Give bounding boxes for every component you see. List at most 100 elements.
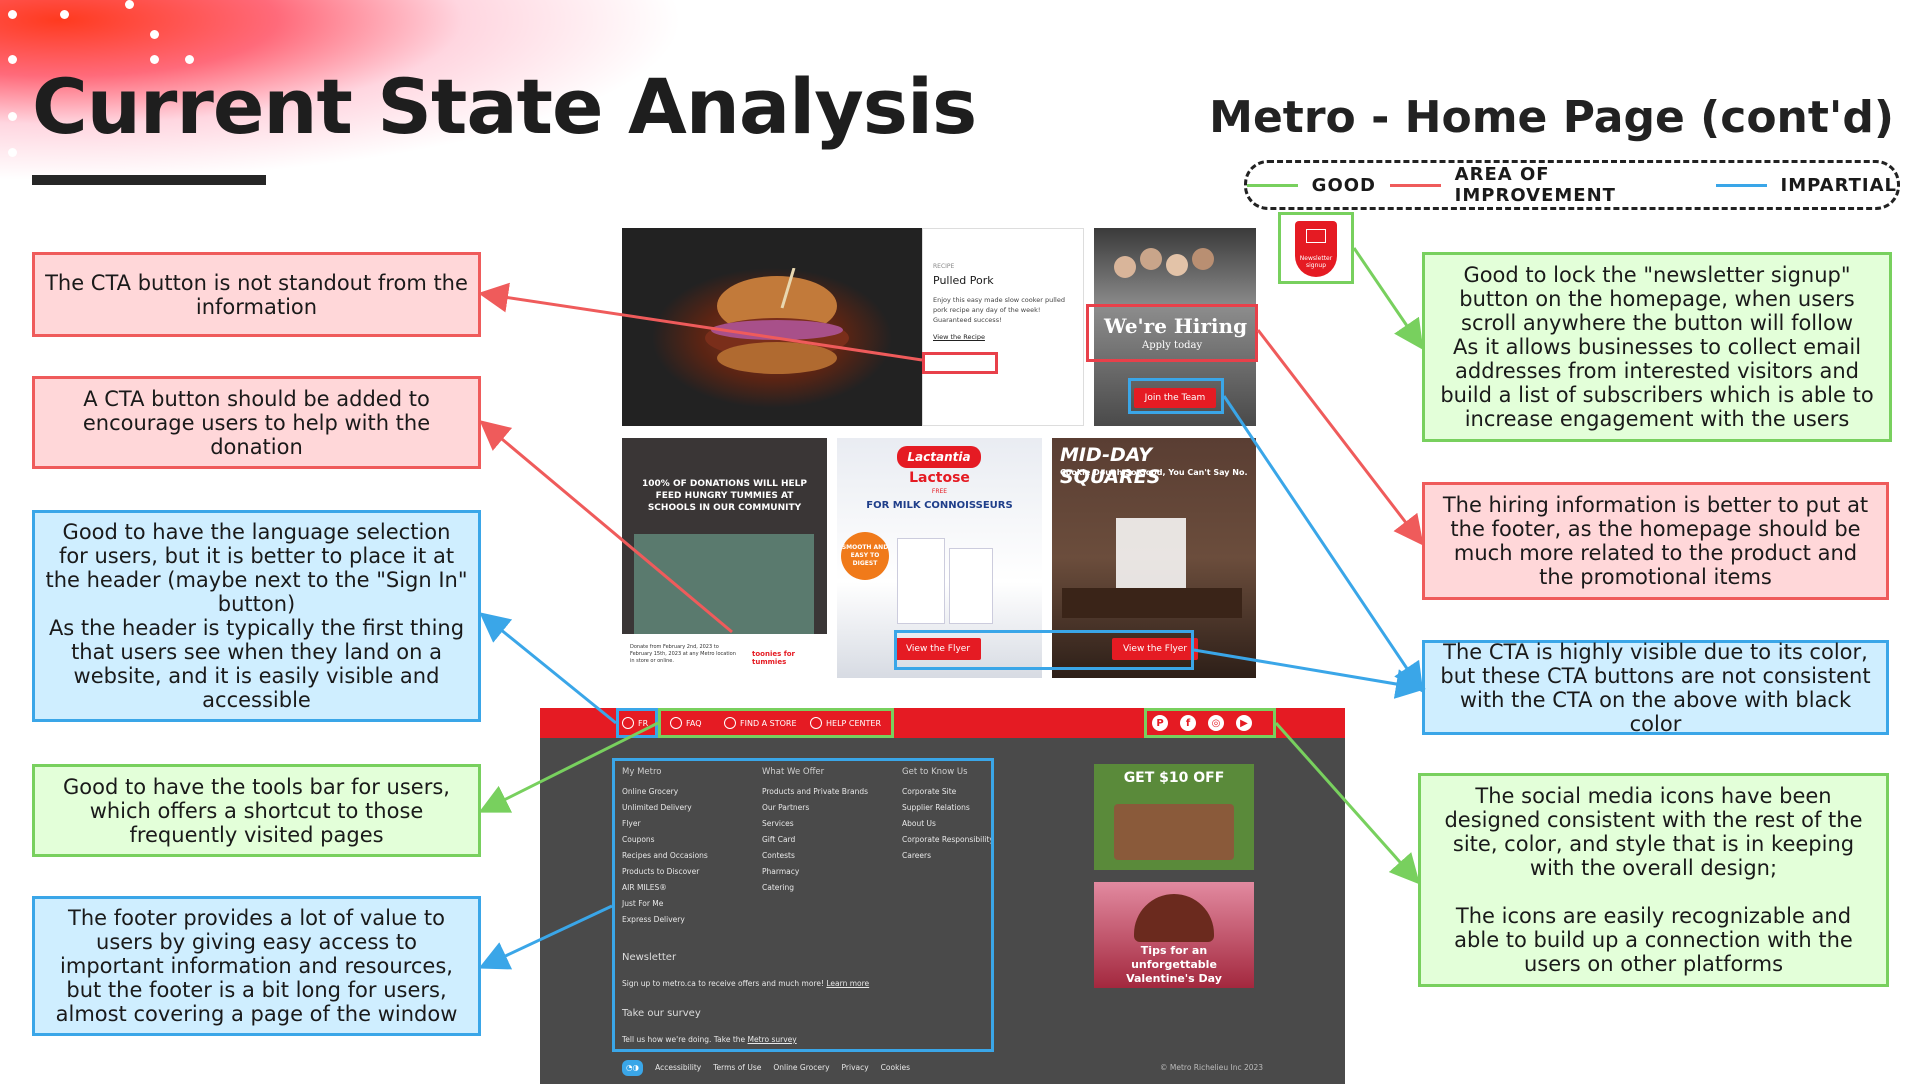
milk-tagline: FOR MILK CONNOISSEURS xyxy=(866,500,1013,511)
facebook-icon[interactable]: f xyxy=(1180,715,1196,731)
footer-link[interactable]: Corporate Responsibility xyxy=(902,835,994,844)
hiring-headline: We're Hiring xyxy=(1104,314,1248,338)
footer-link[interactable]: Supplier Relations xyxy=(902,803,970,812)
footer-col-my-metro: My Metro Online Grocery Unlimited Delive… xyxy=(622,764,708,928)
lactose-free-label: FREE xyxy=(931,488,948,495)
highlight-join-team xyxy=(1128,378,1224,414)
pizza-photo xyxy=(1114,804,1234,860)
footer-link[interactable]: Corporate Site xyxy=(902,787,957,796)
decor-dot xyxy=(8,112,17,121)
view-flyer-button-squares[interactable]: View the Flyer xyxy=(1112,638,1198,660)
footer-link[interactable]: Products to Discover xyxy=(622,867,700,876)
headset-icon xyxy=(810,717,822,729)
note-hiring-footer: The hiring information is better to put … xyxy=(1422,482,1889,600)
promo-tile-10-off[interactable]: GET $10 OFF xyxy=(1094,764,1254,870)
footer-bottom-link[interactable]: Online Grocery xyxy=(773,1063,830,1072)
view-flyer-button-milk[interactable]: View the Flyer xyxy=(895,638,981,660)
metro-survey-link[interactable]: Metro survey xyxy=(747,1035,797,1044)
highlight-tools-bar xyxy=(658,708,894,738)
footer-bottom-link[interactable]: Accessibility xyxy=(655,1063,702,1072)
globe-icon xyxy=(622,717,634,729)
footer-newsletter: Newsletter Sign up to metro.ca to receiv… xyxy=(622,952,870,988)
footer-link[interactable]: Pharmacy xyxy=(762,867,800,876)
footer-link[interactable]: Gift Card xyxy=(762,835,796,844)
footer-link[interactable]: Flyer xyxy=(622,819,641,828)
footer-bottom-link[interactable]: Terms of Use xyxy=(713,1063,762,1072)
view-recipe-link[interactable]: View the Recipe xyxy=(933,333,985,341)
squares-headline: MID-DAY SQUARES xyxy=(1060,444,1161,488)
footer-link[interactable]: Just For Me xyxy=(622,899,664,908)
team-photo xyxy=(1114,248,1234,308)
page-title: Current State Analysis xyxy=(32,62,977,151)
title-underline xyxy=(32,175,266,185)
join-team-button[interactable]: Join the Team xyxy=(1134,388,1216,408)
chocolate-squares xyxy=(1062,588,1242,618)
footer-bottom-link[interactable]: Privacy xyxy=(841,1063,869,1072)
language-toggle[interactable]: FR xyxy=(622,717,648,729)
legend-impartial-label: IMPARTIAL xyxy=(1780,174,1898,196)
note-tools-bar: Good to have the tools bar for users, wh… xyxy=(32,764,481,857)
page-subtitle: Metro - Home Page (cont'd) xyxy=(1209,92,1894,143)
legend-impartial-swatch xyxy=(1715,183,1767,187)
footer-col-get-to-know-us: Get to Know Us Corporate Site Supplier R… xyxy=(902,764,994,864)
legend-good-label: GOOD xyxy=(1311,174,1376,196)
note-social-icons: The social media icons have been designe… xyxy=(1418,773,1889,987)
recipe-title: Pulled Pork xyxy=(933,274,994,287)
promo-tile-valentines[interactable]: Tips for an unforgettable Valentine's Da… xyxy=(1094,882,1254,988)
newsletter-signup-button[interactable]: Newsletter signup xyxy=(1295,221,1337,277)
decor-dot xyxy=(8,148,17,157)
decor-dot xyxy=(185,55,194,64)
legend-improvement-swatch xyxy=(1390,183,1441,187)
highlight-view-flyer xyxy=(894,630,1194,670)
recipe-kicker: RECIPE xyxy=(933,263,955,270)
footer-link[interactable]: Products and Private Brands xyxy=(762,787,869,796)
hiring-banner: We're Hiring Apply today Join the Team xyxy=(1094,228,1256,426)
footer-link[interactable]: AIR MILES® xyxy=(622,883,667,892)
decor-dot xyxy=(60,10,69,19)
note-cta-donation: A CTA button should be added to encourag… xyxy=(32,376,481,469)
donation-headline: 100% OF DONATIONS WILL HELP FEED HUNGRY … xyxy=(642,479,807,513)
footer-bottom-links: ◔◑ Accessibility Terms of Use Online Gro… xyxy=(622,1060,910,1076)
help-center-link[interactable]: HELP CENTER xyxy=(810,717,881,729)
footer-link[interactable]: Catering xyxy=(762,883,795,892)
decor-dot xyxy=(125,0,134,9)
footer-link[interactable]: Express Delivery xyxy=(622,915,685,924)
location-pin-icon xyxy=(724,717,736,729)
footer-link[interactable]: Our Partners xyxy=(762,803,810,812)
pinterest-icon[interactable]: P xyxy=(1152,715,1168,731)
squares-subline: Cookie Dough So Good, You Can't Say No. xyxy=(1060,468,1248,477)
footer-link[interactable]: Online Grocery xyxy=(622,787,679,796)
instagram-icon[interactable]: ◎ xyxy=(1208,715,1224,731)
youtube-icon[interactable]: ▶ xyxy=(1236,715,1252,731)
footer-link[interactable]: Coupons xyxy=(622,835,655,844)
faq-link[interactable]: FAQ xyxy=(670,717,702,729)
find-store-link[interactable]: FIND A STORE xyxy=(724,717,797,729)
donation-fineprint: Donate from February 2nd, 2023 to Februa… xyxy=(630,644,736,664)
recipe-card: RECIPE Pulled Pork Enjoy this easy made … xyxy=(922,228,1084,426)
learn-more-link[interactable]: Learn more xyxy=(826,979,870,988)
footer-link[interactable]: About Us xyxy=(902,819,936,828)
milk-carton xyxy=(949,548,993,624)
footer-link[interactable]: Services xyxy=(762,819,794,828)
note-cta-not-standout: The CTA button is not standout from the … xyxy=(32,252,481,337)
footer-link[interactable]: Contests xyxy=(762,851,795,860)
donation-banner: 100% OF DONATIONS WILL HELP FEED HUNGRY … xyxy=(622,438,827,678)
footer-link[interactable]: Unlimited Delivery xyxy=(622,803,692,812)
highlight-footer xyxy=(612,758,994,1052)
milk-flyer-banner: Lactantia Lactose FREE FOR MILK CONNOISS… xyxy=(837,438,1042,678)
note-newsletter-lock: Good to lock the "newsletter signup" but… xyxy=(1422,252,1892,442)
accessibility-badge-icon: ◔◑ xyxy=(622,1060,644,1076)
legend: GOOD AREA OF IMPROVEMENT IMPARTIAL xyxy=(1244,160,1900,210)
decor-dot xyxy=(8,10,17,19)
footer-survey: Take our survey Tell us how we're doing.… xyxy=(622,1008,797,1044)
hiring-subline: Apply today xyxy=(1142,340,1203,351)
school-photo xyxy=(634,534,814,634)
footer-link[interactable]: Recipes and Occasions xyxy=(622,851,708,860)
decor-dot xyxy=(150,55,159,64)
footer-copyright: © Metro Richelieu Inc 2023 xyxy=(1160,1063,1264,1072)
midday-squares-banner: MID-DAY SQUARES Cookie Dough So Good, Yo… xyxy=(1052,438,1256,678)
footer-bottom-link[interactable]: Cookies xyxy=(880,1063,911,1072)
footer-link[interactable]: Careers xyxy=(902,851,931,860)
note-language-selection: Good to have the language selection for … xyxy=(32,510,481,722)
question-icon xyxy=(670,717,682,729)
